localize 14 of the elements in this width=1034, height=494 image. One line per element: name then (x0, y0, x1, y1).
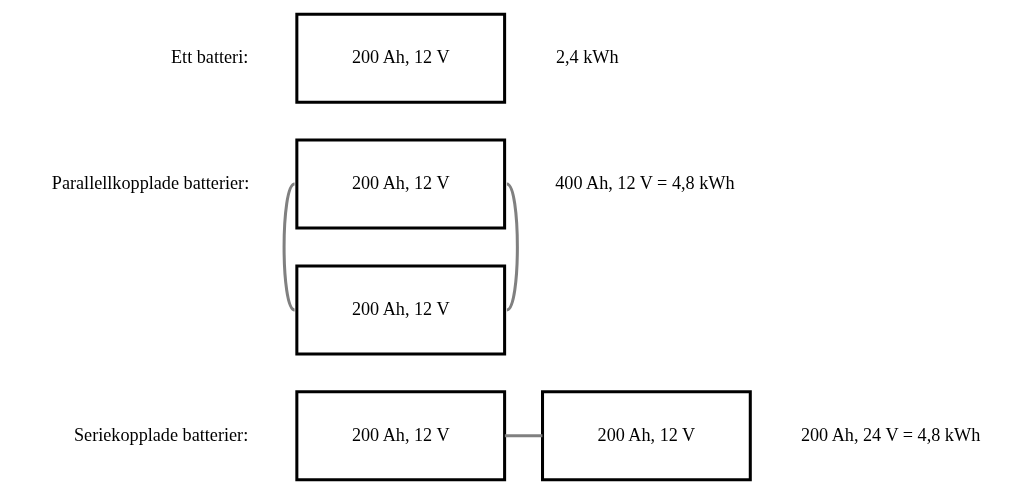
node-box: 200 Ah, 12 V (294, 12, 506, 104)
connector (504, 434, 542, 438)
node-label: 2,4 kWh (555, 46, 619, 67)
label: Seriekopplade batterier: (73, 424, 248, 445)
connector (282, 182, 295, 312)
node-label: 400 Ah, 12 V = 4,8 kWh (554, 172, 735, 193)
node-box: 200 Ah, 12 V (294, 390, 506, 482)
node-box: 200 Ah, 12 V (294, 264, 506, 356)
node-label: 200 Ah, 24 V = 4,8 kWh (800, 424, 980, 445)
connector (505, 182, 519, 312)
node-box: 200 Ah, 12 V (540, 390, 752, 482)
node-box: 200 Ah, 12 V (294, 138, 506, 230)
label: Ett batteri: (170, 46, 248, 67)
label: Parallellkopplade batterier: (51, 172, 249, 193)
